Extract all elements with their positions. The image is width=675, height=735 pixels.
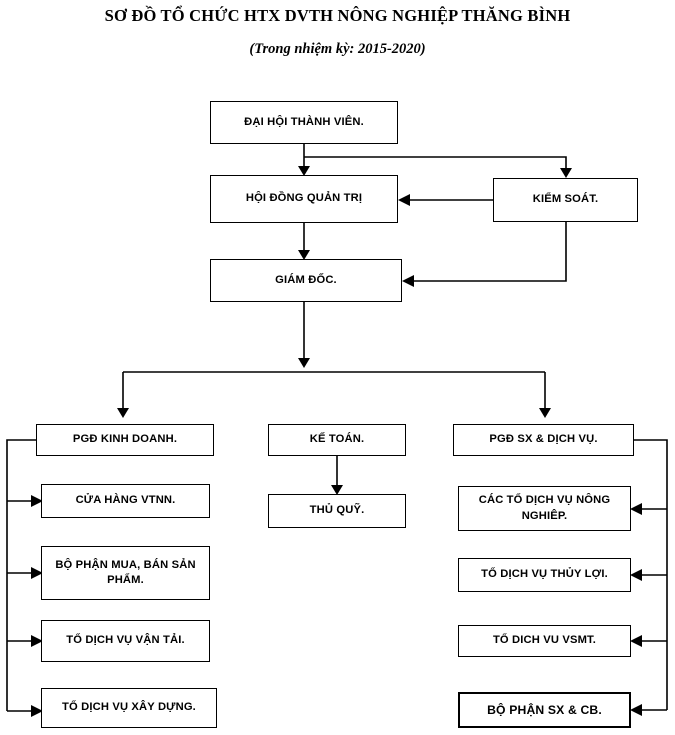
edge-left-bus: [6, 439, 36, 711]
edge-dhtv-ks: [304, 156, 567, 170]
node-to-dich-vu-xay-dung[interactable]: TỔ DỊCH VỤ XÂY DỰNG.: [41, 688, 217, 728]
node-kiem-soat[interactable]: KIỂM SOÁT.: [493, 178, 638, 222]
node-label: BỘ PHẬN MUA, BÁN SẢN PHẨM.: [55, 558, 196, 586]
node-pgd-sx-dich-vu[interactable]: PGĐ SX & DỊCH VỤ.: [453, 424, 634, 456]
node-label: THỦ QUỸ.: [309, 504, 365, 517]
node-label: PGĐ SX & DỊCH VỤ.: [489, 433, 598, 446]
node-label: PGĐ KINH DOANH.: [72, 433, 178, 446]
node-dai-hoi-thanh-vien[interactable]: ĐẠI HỘI THÀNH VIÊN.: [210, 101, 398, 144]
node-cac-to-dich-vu-nong-nghiep[interactable]: CÁC TỔ DỊCH VỤ NÔNG NGHIÊP.: [458, 486, 631, 531]
node-thu-quy[interactable]: THỦ QUỸ.: [268, 494, 406, 528]
node-label: HỘI ĐỒNG QUẢN TRỊ: [245, 192, 363, 205]
node-bo-phan-sx-cb[interactable]: BỘ PHẬN SX & CB.: [458, 692, 631, 728]
node-cua-hang-vtnn[interactable]: CỬA HÀNG VTNN.: [41, 484, 210, 518]
node-to-dich-vu-vsmt[interactable]: TỔ DICH VU VSMT.: [458, 625, 631, 657]
node-label: KẾ TOÁN.: [309, 433, 365, 446]
node-label: TỔ DỊCH VỤ XÂY DỰNG.: [62, 701, 196, 714]
node-label: CÁC TỔ DỊCH VỤ NÔNG NGHIÊP.: [478, 494, 611, 522]
node-label: TỔ DỊCH VỤ VẬN TẢI.: [66, 634, 185, 647]
node-label: GIÁM ĐỐC.: [275, 273, 337, 286]
edge-right-bus: [634, 439, 668, 710]
node-label: TỔ DỊCH VỤ THỦY LỢI.: [481, 568, 608, 581]
node-label: CỬA HÀNG VTNN.: [75, 494, 176, 507]
node-label: TỔ DICH VU VSMT.: [492, 634, 597, 647]
node-hoi-dong-quan-tri[interactable]: HỘI ĐỒNG QUẢN TRỊ: [210, 175, 398, 223]
node-to-dich-vu-van-tai[interactable]: TỔ DỊCH VỤ VẬN TẢI.: [41, 620, 210, 662]
node-label: BỘ PHẬN SX & CB.: [487, 702, 602, 717]
page-subtitle: (Trong nhiệm kỳ: 2015-2020): [249, 41, 426, 57]
node-to-dich-vu-thuy-loi[interactable]: TỔ DỊCH VỤ THỦY LỢI.: [458, 558, 631, 592]
page-title: SƠ ĐỒ TỔ CHỨC HTX DVTH NÔNG NGHIỆP THĂNG…: [104, 6, 571, 25]
node-pgd-kinh-doanh[interactable]: PGĐ KINH DOANH.: [36, 424, 214, 456]
node-label: KIỂM SOÁT.: [532, 193, 599, 206]
node-giam-doc[interactable]: GIÁM ĐỐC.: [210, 259, 402, 302]
node-ke-toan[interactable]: KẾ TOÁN.: [268, 424, 406, 456]
edge-ks-gd: [412, 222, 567, 282]
node-label: ĐẠI HỘI THÀNH VIÊN.: [244, 115, 364, 128]
node-bo-phan-mua-ban-san-pham[interactable]: BỘ PHẬN MUA, BÁN SẢN PHẨM.: [41, 546, 210, 600]
